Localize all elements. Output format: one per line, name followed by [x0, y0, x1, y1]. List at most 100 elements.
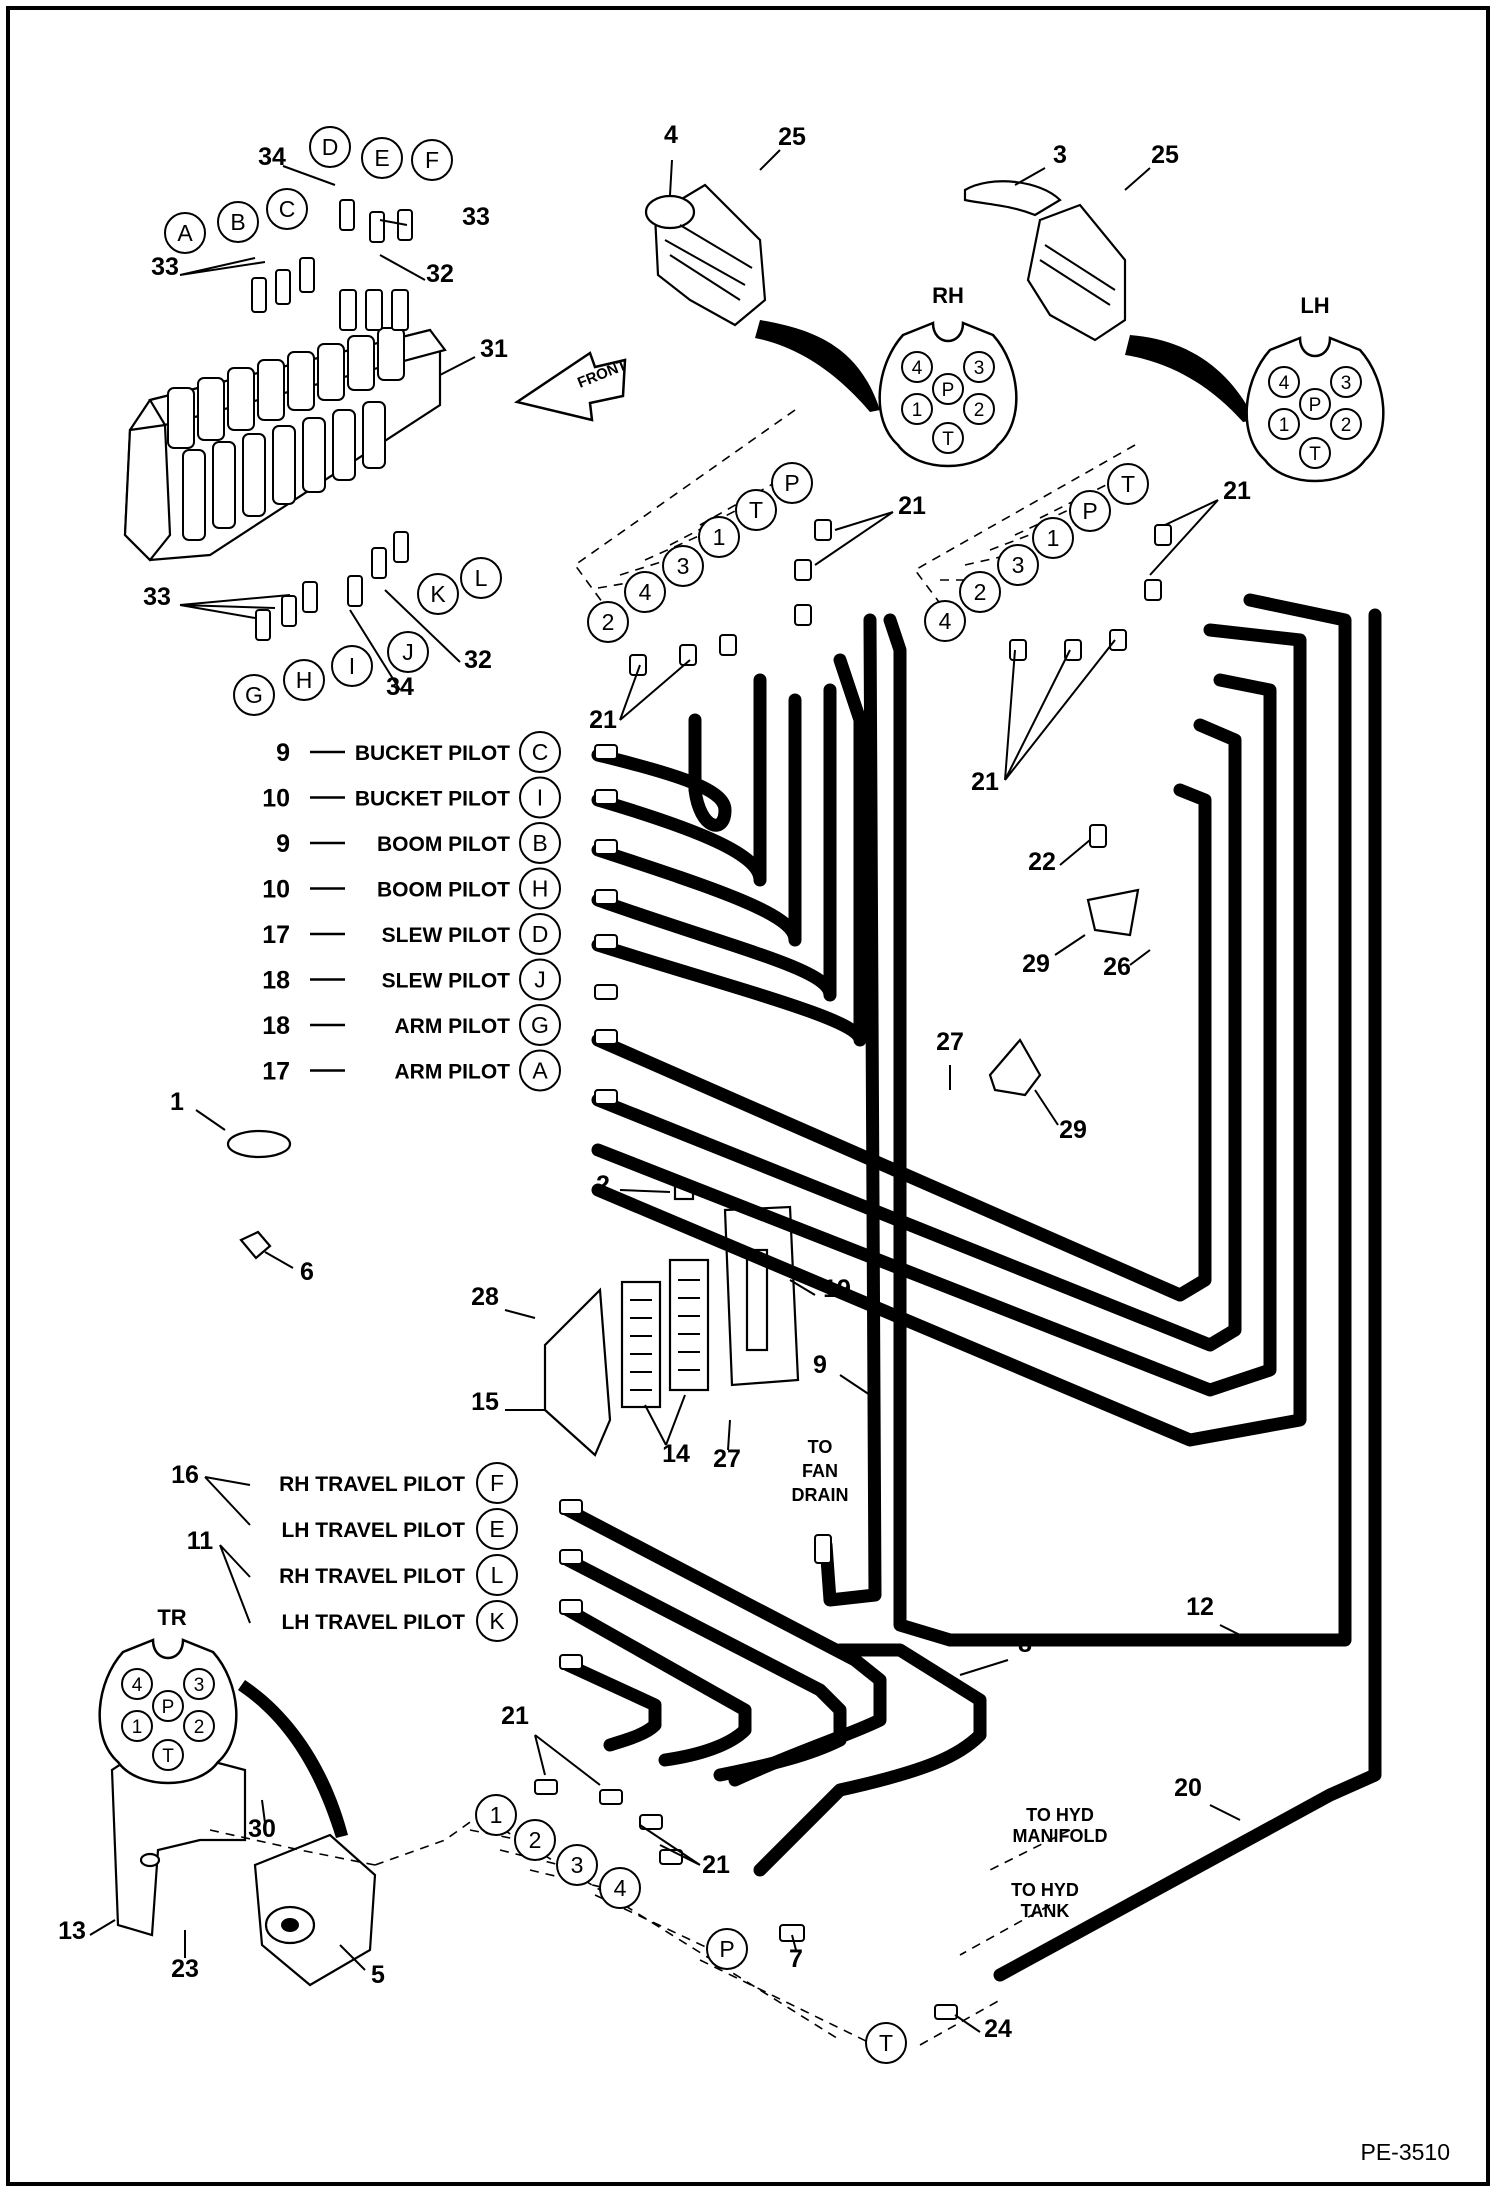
pilot-port-i-label: I [537, 785, 543, 811]
part-number: 28 [471, 1283, 499, 1311]
pilot-line-number: 9 [276, 830, 290, 858]
valve-port-label: 1 [132, 1717, 143, 1738]
part-number: 32 [464, 646, 492, 674]
pilot-line-label: BOOM PILOT [377, 879, 510, 902]
fittings [534, 519, 1172, 2020]
note-text: DRAIN [792, 1485, 849, 1505]
note-text: TANK [1021, 1901, 1070, 1921]
lh-port-3-label: 3 [1012, 552, 1025, 578]
note-text: TO [808, 1437, 833, 1457]
pilot-line-number: 17 [262, 1058, 290, 1086]
document-id: PE-3510 [1360, 2139, 1450, 2165]
tr-port-3-circle [556, 1844, 598, 1886]
part-number: 33 [462, 203, 490, 231]
valve-port-circle [1299, 437, 1331, 469]
rh-port-t-circle [735, 489, 777, 531]
lh-port-p-label: P [1082, 498, 1097, 524]
part-number: 25 [778, 123, 806, 151]
port-callout-e-label: E [374, 145, 389, 171]
note-text: FAN [802, 1461, 838, 1481]
pilot-line-label: BUCKET PILOT [355, 788, 510, 811]
valve-port-label: T [1309, 444, 1321, 465]
valve-port-label: 2 [194, 1717, 205, 1738]
tr-port-4-label: 4 [614, 1875, 627, 1901]
tr-port-2-circle [514, 1819, 556, 1861]
travel-line-label: RH TRAVEL PILOT [279, 1565, 465, 1588]
valve-port-label: 4 [912, 358, 923, 379]
valve-port-circle [1268, 366, 1300, 398]
port-callout-h-circle [283, 659, 325, 701]
part-number: 29 [1059, 1116, 1087, 1144]
pilot-line-label: SLEW PILOT [382, 970, 511, 993]
part-number: 23 [171, 1955, 199, 1983]
pilot-port-b-circle [519, 822, 561, 864]
port-callout-c-label: C [279, 196, 296, 222]
port-callout-k-label: K [430, 581, 446, 607]
travel-port-l-label: L [491, 1562, 504, 1588]
valve-port-circle [1330, 408, 1362, 440]
part-number: 21 [1223, 477, 1251, 505]
valve-port-circle [183, 1668, 215, 1700]
pilot-line-number: 18 [262, 1012, 290, 1040]
valve-port-circle [1268, 408, 1300, 440]
tr-port-t-label: T [879, 2030, 893, 2056]
valve-name-rh: RH [932, 283, 964, 308]
part-number: 3 [1053, 141, 1067, 169]
valve-port-label: T [162, 1746, 174, 1767]
part-number: 21 [702, 1851, 730, 1879]
lh-joystick [963, 180, 1255, 422]
tr-port-1-circle [475, 1794, 517, 1836]
port-callout-a-circle [164, 212, 206, 254]
port-callout-i-label: I [349, 653, 355, 679]
port-callout-a-label: A [177, 220, 193, 246]
part-number: 13 [58, 1917, 86, 1945]
port-callout-f-circle [411, 139, 453, 181]
control-valve-assembly [123, 199, 627, 641]
port-callout-g-label: G [245, 682, 263, 708]
travel-group-bracket [204, 1476, 251, 1526]
lh-port-2-circle [959, 571, 1001, 613]
valve-top-fittings [251, 199, 413, 331]
part-number: 5 [371, 1961, 385, 1989]
valve-port-circle [963, 393, 995, 425]
travel-port-k-circle [476, 1600, 518, 1642]
drawing-border [6, 6, 1490, 2186]
rh-port-3-circle [662, 545, 704, 587]
valve-port-circle [121, 1668, 153, 1700]
port-callout-f-label: F [425, 147, 439, 173]
port-callout-k-circle [417, 573, 459, 615]
part-number: 24 [984, 2015, 1012, 2043]
valve-port-label: P [162, 1697, 175, 1718]
part-number: 30 [248, 1815, 276, 1843]
valve-port-circle [1299, 388, 1331, 420]
pilot-port-g-label: G [531, 1012, 549, 1038]
part-number: 9 [813, 1351, 827, 1379]
travel-port-e-label: E [489, 1516, 504, 1542]
pilot-port-h-label: H [532, 876, 549, 902]
part-number: 21 [501, 1702, 529, 1730]
port-callout-i-circle [331, 645, 373, 687]
pilot-port-c-label: C [532, 739, 549, 765]
part-number: 21 [898, 492, 926, 520]
travel-group-number: 11 [187, 1527, 214, 1555]
rh-port-1-label: 1 [713, 524, 726, 550]
lh-port-1-circle [1032, 517, 1074, 559]
part-number: 6 [300, 1258, 314, 1286]
valve-port-circle [152, 1739, 184, 1771]
lh-port-1-label: 1 [1047, 525, 1060, 551]
pilot-line-number: 9 [276, 739, 290, 767]
pilot-port-b-label: B [532, 830, 547, 856]
valve-name-tr: TR [157, 1605, 186, 1630]
part-number: 7 [789, 1945, 803, 1973]
valve-port-label: 3 [974, 358, 985, 379]
valve-port-circle [183, 1710, 215, 1742]
valve-port-label: T [942, 429, 954, 450]
mount-bracket-hole [139, 1852, 161, 1868]
pilot-line-number: 17 [262, 921, 290, 949]
part-number: 26 [1103, 953, 1131, 981]
port-callout-b-label: B [230, 209, 245, 235]
valve-port-label: 1 [912, 400, 923, 421]
front-arrow [513, 351, 627, 422]
valve-bottom-fittings [255, 531, 409, 641]
